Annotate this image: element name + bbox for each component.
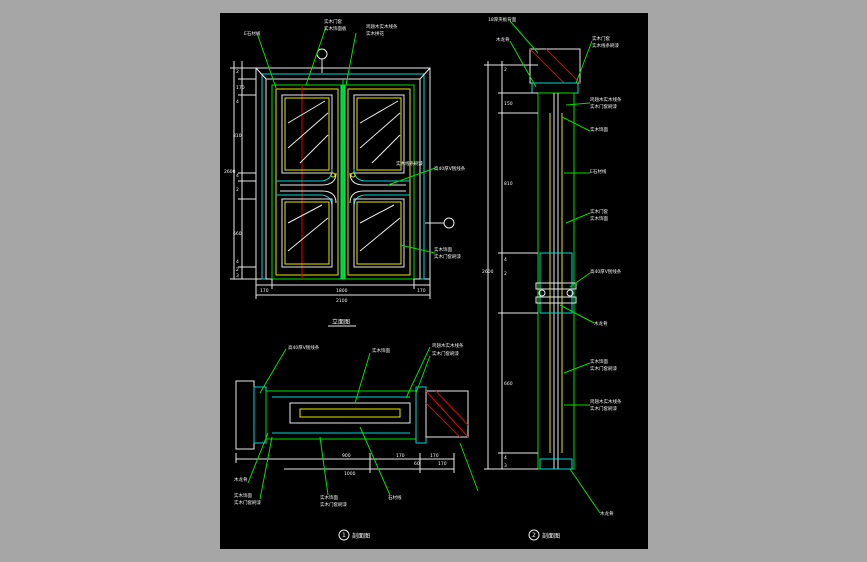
sec-b-dim: 4 — [504, 455, 507, 461]
elev-note: 实木线条刷漆 — [396, 160, 423, 167]
elev-dim: 170 — [417, 288, 426, 294]
sec-b-note: 实木饰面 — [590, 215, 608, 222]
annotation-layer: 立面图 1 剖面图 2 剖面图 E石材线 实木门套 实木饰面板 鸡翅木实木线条 … — [224, 16, 622, 541]
sec-a-note: 实木门套刷漆 — [432, 350, 459, 357]
elev-note: 实木门套刷漆 — [434, 253, 461, 260]
sec-b-dim: 3 — [504, 463, 507, 469]
sec-a-note: 实木饰面 — [234, 492, 252, 499]
elevation-left-dimensions — [230, 61, 256, 280]
elev-dim: 2 — [236, 187, 239, 193]
sec-b-note: 鸡翅木实木线条 — [590, 398, 622, 405]
elev-note: 实木拼花 — [366, 30, 384, 37]
elev-note: 鸡翅木实木线条 — [366, 23, 398, 30]
elev-dim: 170 — [260, 288, 269, 294]
drawing-sheet: 立面图 1 剖面图 2 剖面图 E石材线 实木门套 实木饰面板 鸡翅木实木线条 … — [220, 13, 648, 549]
sec-b-note: 实木门套刷漆 — [590, 405, 617, 412]
sec-b-note: 木龙骨 — [496, 36, 510, 43]
elev-note: 高40厚V刨线条 — [434, 165, 466, 172]
sec-b-dim: 150 — [504, 101, 513, 107]
sec-b-note: 高40厚V刨线条 — [590, 268, 622, 275]
sec-b-note: 实木线条刷漆 — [592, 42, 619, 49]
sec-b-dim: 2 — [504, 67, 507, 73]
elev-dim: 2 — [236, 69, 239, 75]
sec-a-note: 实木门套刷漆 — [320, 501, 347, 508]
sec-b-note: 实木门套 — [590, 208, 608, 215]
sec-b-dim: 4 — [504, 257, 507, 263]
elev-dim: 1800 — [336, 288, 348, 294]
elev-dim: 4 — [236, 259, 239, 265]
sec-b-note: 实木门套刷漆 — [590, 103, 617, 110]
door-cad-drawing — [230, 20, 601, 514]
sec-b-dim: 810 — [504, 181, 513, 187]
sec-a-dim: 60 — [414, 461, 420, 467]
section-a-masonry — [425, 390, 469, 438]
sec-b-note: 18厚夹板背面 — [488, 16, 517, 23]
elev-dim-total: 2100 — [336, 298, 348, 304]
elev-note: 实木饰面板 — [324, 25, 347, 32]
lower-glass-panels — [281, 198, 405, 268]
door-leaf-left — [271, 84, 343, 280]
sec-b-note: 实木饰面 — [590, 126, 608, 133]
sec-b-note: E石材线 — [590, 168, 607, 175]
section-a-view — [235, 346, 479, 500]
sec-a-note: 实木饰面 — [372, 347, 390, 354]
section-a-callout — [338, 529, 350, 541]
elev-dim-total: 2600 — [224, 169, 236, 175]
title-elevation: 立面图 — [332, 318, 350, 326]
title-section-a: 剖面图 — [352, 532, 370, 540]
elev-note: 实木门套 — [324, 18, 342, 25]
sec-a-dim: 170 — [438, 461, 447, 467]
sec-a-note: 鸡翅木实木线条 — [432, 342, 464, 349]
sec-b-dim: 2 — [504, 271, 507, 277]
elev-dim: 3 — [236, 273, 239, 279]
elev-dim: 660 — [233, 231, 242, 237]
sec-b-note: 实木门套 — [592, 35, 610, 42]
sec-a-dim: 170 — [430, 453, 439, 459]
elev-dim: 170 — [236, 85, 245, 91]
elevation-view — [230, 26, 455, 299]
upper-glass-panels — [281, 94, 405, 174]
elev-dim: 4 — [236, 99, 239, 105]
sec-a-note: 木龙骨 — [234, 476, 248, 483]
sec-a-note: 高40厚V刨线条 — [288, 344, 320, 351]
sec-a-dim: 170 — [396, 453, 405, 459]
elev-dim: 810 — [233, 133, 242, 139]
elevation-bottom-dimensions — [255, 279, 431, 299]
sec-a-note: 石材线 — [388, 494, 402, 501]
sec-b-note: 实木饰面 — [590, 358, 608, 365]
sec-a-dim: 900 — [342, 453, 351, 459]
door-leaf-right — [343, 84, 415, 280]
sec-a-note: 实木饰面 — [320, 494, 338, 501]
section-a-mark: 1 — [342, 532, 346, 539]
sec-b-note: 鸡翅木实木线条 — [590, 96, 622, 103]
section-b-view — [484, 20, 601, 514]
sec-b-note: 木龙骨 — [600, 510, 614, 517]
sec-b-dim: 660 — [504, 381, 513, 387]
elev-note: 实木饰面 — [434, 246, 452, 253]
title-section-b: 剖面图 — [542, 532, 560, 540]
sec-b-note: 实木门套刷漆 — [590, 365, 617, 372]
sec-b-note: 木龙骨 — [594, 320, 608, 327]
sec-a-dim: 1000 — [344, 471, 356, 477]
elev-dim: 2 — [236, 267, 239, 273]
sec-b-dim-total: 2600 — [482, 269, 494, 275]
section-b-mark: 2 — [532, 532, 536, 539]
section-b-callout — [528, 529, 540, 541]
sec-a-note: 实木门套刷漆 — [234, 499, 261, 506]
elev-note: E石材线 — [244, 30, 261, 37]
elev-dim: 4 — [236, 173, 239, 179]
